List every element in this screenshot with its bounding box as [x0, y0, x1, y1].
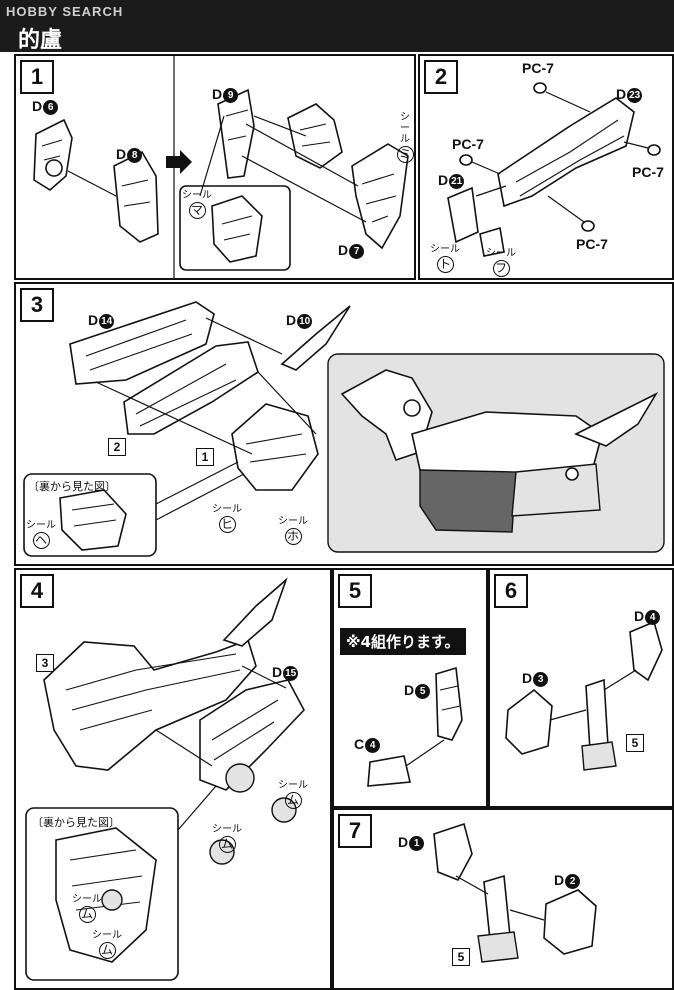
- part-d9: [217, 88, 255, 179]
- inset-title-rear-view: 〔裏から見た図〕: [32, 816, 120, 829]
- note-make-4-sets: ※4組作ります。: [340, 628, 466, 655]
- seal-to: シールト: [430, 244, 460, 273]
- part-leg: [483, 874, 511, 941]
- label-pc7-left: PC-7: [452, 136, 484, 152]
- step-6-drawing: [505, 620, 663, 771]
- inset-title-rear-view: 〔裏から見た図〕: [28, 480, 116, 493]
- step-2-drawing: [447, 82, 661, 257]
- part-d15: [199, 679, 305, 791]
- page-title: 的盧: [18, 28, 63, 53]
- part-d2: [543, 889, 597, 955]
- hobby-search-logo: HOBBY SEARCH: [6, 4, 124, 19]
- ref-step-3: 3: [36, 654, 54, 672]
- step-7-drawing: [433, 822, 597, 963]
- step-5-drawing: [367, 666, 463, 787]
- label-pc7-bottom: PC-7: [576, 236, 608, 252]
- step-number: 3: [20, 288, 54, 322]
- part-c4: [367, 755, 411, 787]
- seal-mu-4: シールム: [92, 930, 122, 959]
- seal-ma: シールマ: [182, 190, 212, 219]
- seal-mu-3: シールム: [72, 894, 102, 923]
- part-assembly-3: [43, 638, 257, 771]
- step-number: 4: [20, 574, 54, 608]
- ref-step-5: 5: [626, 734, 644, 752]
- header-bar: HOBBY SEARCH 的盧: [0, 0, 674, 53]
- step-number: 6: [494, 574, 528, 608]
- step-4-drawing: [25, 577, 305, 981]
- part-d5: [435, 666, 463, 741]
- render-dark-panel: [419, 469, 517, 533]
- step-number: 1: [20, 60, 54, 94]
- part-crest: [287, 103, 343, 169]
- part-d1: [433, 822, 473, 882]
- part-tail: [222, 577, 288, 647]
- part-d23: [497, 97, 635, 208]
- step-3-drawing: [23, 301, 665, 557]
- ref-step-5: 5: [452, 948, 470, 966]
- part-head-1: [231, 403, 319, 491]
- part-d10: [280, 305, 351, 371]
- ref-step-2: 2: [108, 438, 126, 456]
- render-horse-tail: [574, 392, 659, 447]
- part-d21: [447, 186, 479, 244]
- part-d6: [33, 118, 73, 191]
- step-1-drawing: [33, 56, 409, 278]
- seal-mu-1: シールム: [278, 780, 308, 809]
- label-pc7-top: PC-7: [522, 60, 554, 76]
- step-number: 7: [338, 814, 372, 848]
- seal-hi: シールヒ: [212, 504, 242, 533]
- ref-step-1: 1: [196, 448, 214, 466]
- seal-he: シールヘ: [26, 520, 56, 549]
- part-leg: [585, 678, 609, 751]
- seal-ho: シールホ: [278, 516, 308, 545]
- seal-mi: シールミ: [396, 112, 414, 163]
- step-number: 2: [424, 60, 458, 94]
- part-d3: [505, 688, 553, 755]
- step-number: 5: [338, 574, 372, 608]
- part-d8: [113, 150, 159, 243]
- seal-mu-2: シールム: [212, 824, 242, 853]
- label-pc7-right: PC-7: [632, 164, 664, 180]
- seal-fu: シールフ: [486, 248, 516, 277]
